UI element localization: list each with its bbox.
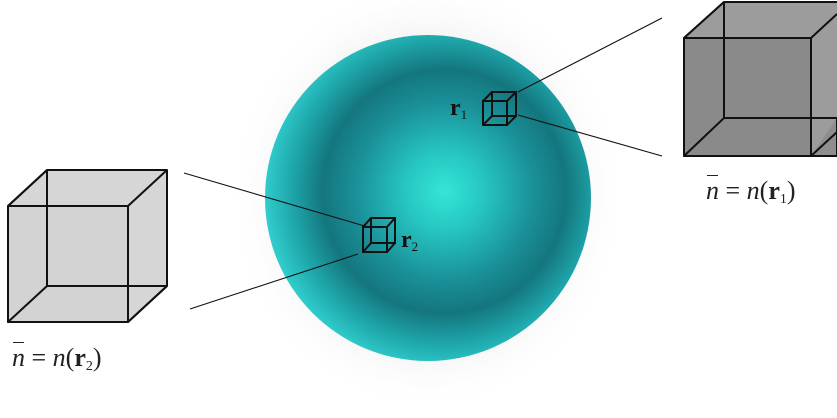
label-r2-index: 2 <box>412 239 419 254</box>
eq-right-func: n <box>747 176 760 205</box>
label-r1-index: 1 <box>461 107 468 122</box>
large-cube-right <box>684 2 837 156</box>
eq-left-equals: = <box>32 343 47 372</box>
eq-right-nbar: n <box>706 175 719 204</box>
label-r2-symbol: r <box>401 227 412 253</box>
label-r2: r2 <box>401 228 418 253</box>
density-sphere <box>265 35 591 361</box>
eq-right-equals: = <box>726 176 741 205</box>
large-cube-left <box>8 170 167 322</box>
eq-right-index: 1 <box>780 192 787 207</box>
equation-left: n = n(r2) <box>12 342 102 374</box>
equation-right: n = n(r1) <box>706 175 796 207</box>
eq-left-func: n <box>53 343 66 372</box>
label-r1: r1 <box>450 96 467 121</box>
eq-left-arg: r <box>74 343 86 372</box>
label-r1-symbol: r <box>450 95 461 121</box>
eq-right-arg: r <box>768 176 780 205</box>
eq-left-nbar: n <box>12 342 25 371</box>
eq-left-index: 2 <box>86 359 93 374</box>
